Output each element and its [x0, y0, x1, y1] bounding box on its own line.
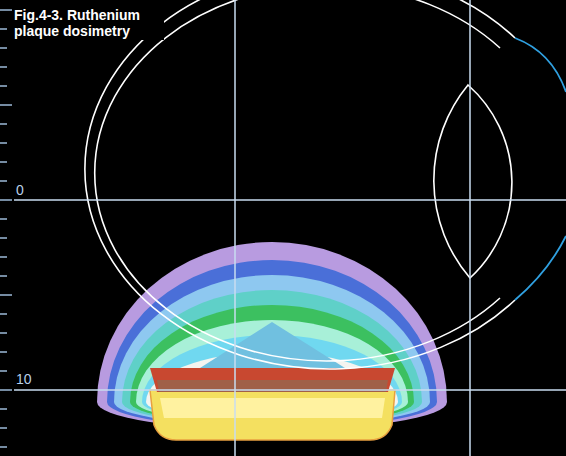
- cornea: [515, 38, 566, 300]
- ruler-tick: [0, 142, 7, 143]
- ruler-tick: [0, 351, 7, 352]
- ruler-tick: [0, 28, 7, 29]
- axis-number: 10: [14, 372, 34, 386]
- isodose-band: [114, 275, 430, 426]
- ruler-tick: [0, 123, 7, 124]
- ruler-tick: [0, 256, 7, 257]
- ruler-tick: [0, 408, 7, 409]
- ruler-tick: [0, 218, 7, 219]
- isodose-core: [150, 368, 395, 392]
- isodose-bands: [97, 242, 447, 440]
- ruler-tick: [0, 66, 7, 67]
- ruler-ticks: [0, 10, 12, 447]
- lens: [434, 85, 512, 278]
- ruler-tick: [0, 85, 7, 86]
- isodose-core: [150, 390, 395, 440]
- ruler-tick: [0, 47, 7, 48]
- cornea-arc: [515, 236, 566, 300]
- ruler-tick: [0, 104, 12, 105]
- grid-line: [469, 0, 471, 456]
- eye-outline: [85, 0, 515, 369]
- ruler-tick: [0, 427, 7, 428]
- grid-line: [234, 0, 236, 456]
- ruler-tick: [0, 313, 7, 314]
- cornea-arc: [515, 38, 566, 92]
- ruler-tick: [0, 237, 7, 238]
- grid: [14, 0, 566, 456]
- ruler-tick: [0, 180, 7, 181]
- ruler-tick: [0, 9, 12, 10]
- ruler-tick: [0, 199, 12, 200]
- ruler-tick: [0, 332, 7, 333]
- sclera-outer: [85, 0, 515, 369]
- ruler-tick: [0, 446, 7, 447]
- ruler-tick: [0, 294, 12, 295]
- isodose-band: [136, 320, 408, 423]
- ruler-tick: [0, 275, 7, 276]
- sclera-inner: [95, 0, 500, 361]
- figure-caption: Fig.4-3. Ruthenium plaque dosimetry: [12, 6, 164, 40]
- ruler-tick: [0, 161, 7, 162]
- ruler-tick: [0, 370, 7, 371]
- isodose-core: [160, 398, 385, 418]
- axis-number: 0: [14, 183, 26, 197]
- grid-line: [14, 199, 566, 201]
- ruler-tick: [0, 389, 12, 390]
- grid-line: [14, 389, 566, 391]
